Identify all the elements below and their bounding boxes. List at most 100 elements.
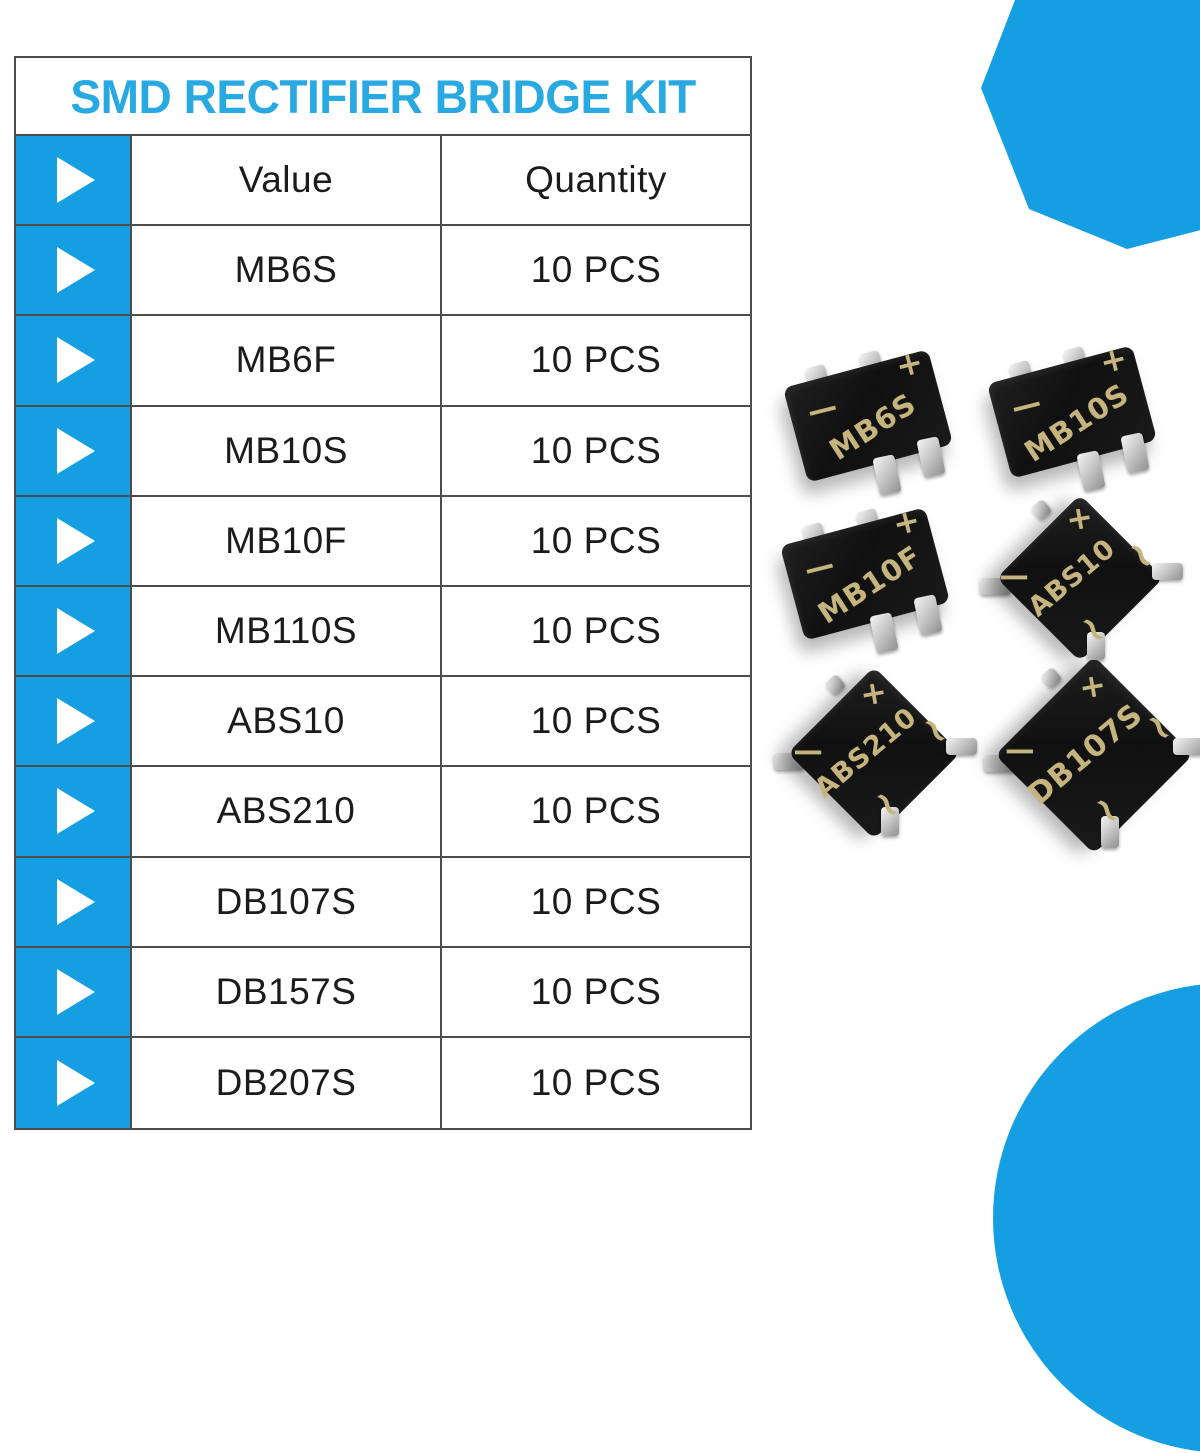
value-cell: DB107S xyxy=(132,857,442,946)
value-text: MB6F xyxy=(235,339,337,381)
chip-leg xyxy=(880,807,899,837)
value-cell: DB207S xyxy=(132,1037,442,1129)
marker-cell xyxy=(16,406,132,495)
play-arrow-icon xyxy=(57,337,95,384)
play-arrow-icon xyxy=(57,157,95,204)
component-photo-mb10f: + − MB10F xyxy=(775,500,965,655)
quantity-text: 10 PCS xyxy=(530,249,662,291)
value-text: DB157S xyxy=(215,970,357,1012)
play-arrow-icon xyxy=(57,1059,95,1106)
play-arrow-icon xyxy=(57,247,95,294)
chip-leg xyxy=(1086,631,1105,661)
marker-cell xyxy=(16,496,132,585)
quantity-text: 10 PCS xyxy=(530,970,662,1012)
table-row: ABS10 10 PCS xyxy=(16,677,750,768)
kit-table: SMD RECTIFIER BRIDGE KIT Value Quantity … xyxy=(14,56,752,1131)
component-photo-db107s: + − ~ ~ DB107S xyxy=(982,656,1200,854)
component-photo-mb10s: + − MB10S xyxy=(982,338,1172,493)
minus-mark: − xyxy=(1002,731,1038,771)
component-photo-mb6s: + − MB6S xyxy=(778,342,968,497)
quantity-text: 10 PCS xyxy=(530,339,662,381)
quantity-text: 10 PCS xyxy=(530,519,662,561)
chip-leg xyxy=(1152,562,1183,580)
minus-mark: − xyxy=(790,731,826,772)
quantity-cell: 10 PCS xyxy=(442,677,750,765)
value-cell: MB6S xyxy=(132,226,442,315)
plus-mark: + xyxy=(1075,664,1109,707)
table-title-row: SMD RECTIFIER BRIDGE KIT xyxy=(16,58,750,136)
plus-mark: + xyxy=(857,671,891,714)
circle-decoration xyxy=(993,983,1200,1453)
column-header-value: Value xyxy=(132,136,442,225)
table-row: DB107S 10 PCS xyxy=(16,857,750,948)
value-cell: DB157S xyxy=(132,947,442,1036)
value-text: ABS10 xyxy=(227,700,345,742)
play-arrow-icon xyxy=(57,698,95,745)
table-row: ABS210 10 PCS xyxy=(16,767,750,858)
value-cell: ABS210 xyxy=(132,767,442,856)
table-row: DB157S 10 PCS xyxy=(16,947,750,1038)
value-cell: MB10F xyxy=(132,496,442,585)
value-cell: MB110S xyxy=(132,586,442,676)
marker-cell xyxy=(16,767,132,856)
value-cell: MB10S xyxy=(132,406,442,495)
quantity-text: 10 PCS xyxy=(530,790,662,832)
minus-mark: − xyxy=(797,543,841,591)
table-row: DB207S 10 PCS xyxy=(16,1037,750,1129)
chip-leg xyxy=(872,454,902,496)
quantity-text: 10 PCS xyxy=(530,700,662,742)
minus-mark: − xyxy=(996,557,1032,597)
chip-leg xyxy=(1039,666,1063,689)
column-header-value-label: Value xyxy=(238,159,334,201)
marker-cell xyxy=(16,586,132,676)
marker-cell xyxy=(16,226,132,315)
quantity-text: 10 PCS xyxy=(530,610,662,652)
table-row: MB6F 10 PCS xyxy=(16,316,750,407)
quantity-text: 10 PCS xyxy=(530,429,662,471)
chip-leg xyxy=(869,612,899,654)
play-arrow-icon xyxy=(57,427,95,474)
minus-mark: − xyxy=(800,385,844,433)
quantity-cell: 10 PCS xyxy=(442,497,750,585)
quantity-cell: 10 PCS xyxy=(442,858,750,946)
minus-mark: − xyxy=(1004,381,1048,429)
component-photo-abs10: + − ~ ~ ABS10 xyxy=(978,494,1183,662)
component-photo-abs210: + − ~ ~ ABS210 xyxy=(772,666,977,840)
value-text: MB110S xyxy=(214,610,358,652)
marker-cell xyxy=(16,857,132,946)
value-text: MB6S xyxy=(234,249,338,291)
table-row: MB110S 10 PCS xyxy=(16,586,750,678)
table-row: MB10S 10 PCS xyxy=(16,406,750,497)
chip-leg xyxy=(1076,450,1106,492)
play-arrow-icon xyxy=(57,878,95,925)
value-text: MB10F xyxy=(225,519,347,561)
play-arrow-icon xyxy=(57,788,95,835)
play-arrow-icon xyxy=(57,517,95,564)
hexagon-decoration xyxy=(981,0,1200,249)
play-arrow-icon xyxy=(57,608,95,655)
marker-cell xyxy=(16,947,132,1036)
value-cell: ABS10 xyxy=(132,677,442,766)
chip-leg xyxy=(1101,815,1120,849)
value-text: DB207S xyxy=(215,1061,357,1103)
chip-leg xyxy=(1030,499,1053,522)
table-header-row: Value Quantity xyxy=(16,136,750,227)
quantity-cell: 10 PCS xyxy=(442,587,750,675)
value-cell: MB6F xyxy=(132,316,442,405)
quantity-cell: 10 PCS xyxy=(442,316,750,404)
page-title: SMD RECTIFIER BRIDGE KIT xyxy=(70,69,696,123)
value-text: ABS210 xyxy=(216,790,356,832)
quantity-text: 10 PCS xyxy=(530,880,662,922)
quantity-cell: 10 PCS xyxy=(442,407,750,495)
chip-leg xyxy=(1173,737,1200,755)
value-text: DB107S xyxy=(215,880,357,922)
marker-cell xyxy=(16,316,132,405)
column-header-quantity-label: Quantity xyxy=(525,159,667,201)
quantity-cell: 10 PCS xyxy=(442,1038,750,1128)
value-text: MB10S xyxy=(224,429,348,471)
quantity-cell: 10 PCS xyxy=(442,767,750,855)
marker-cell xyxy=(16,136,132,225)
table-row: MB6S 10 PCS xyxy=(16,226,750,317)
marker-cell xyxy=(16,677,132,766)
marker-cell xyxy=(16,1037,132,1129)
